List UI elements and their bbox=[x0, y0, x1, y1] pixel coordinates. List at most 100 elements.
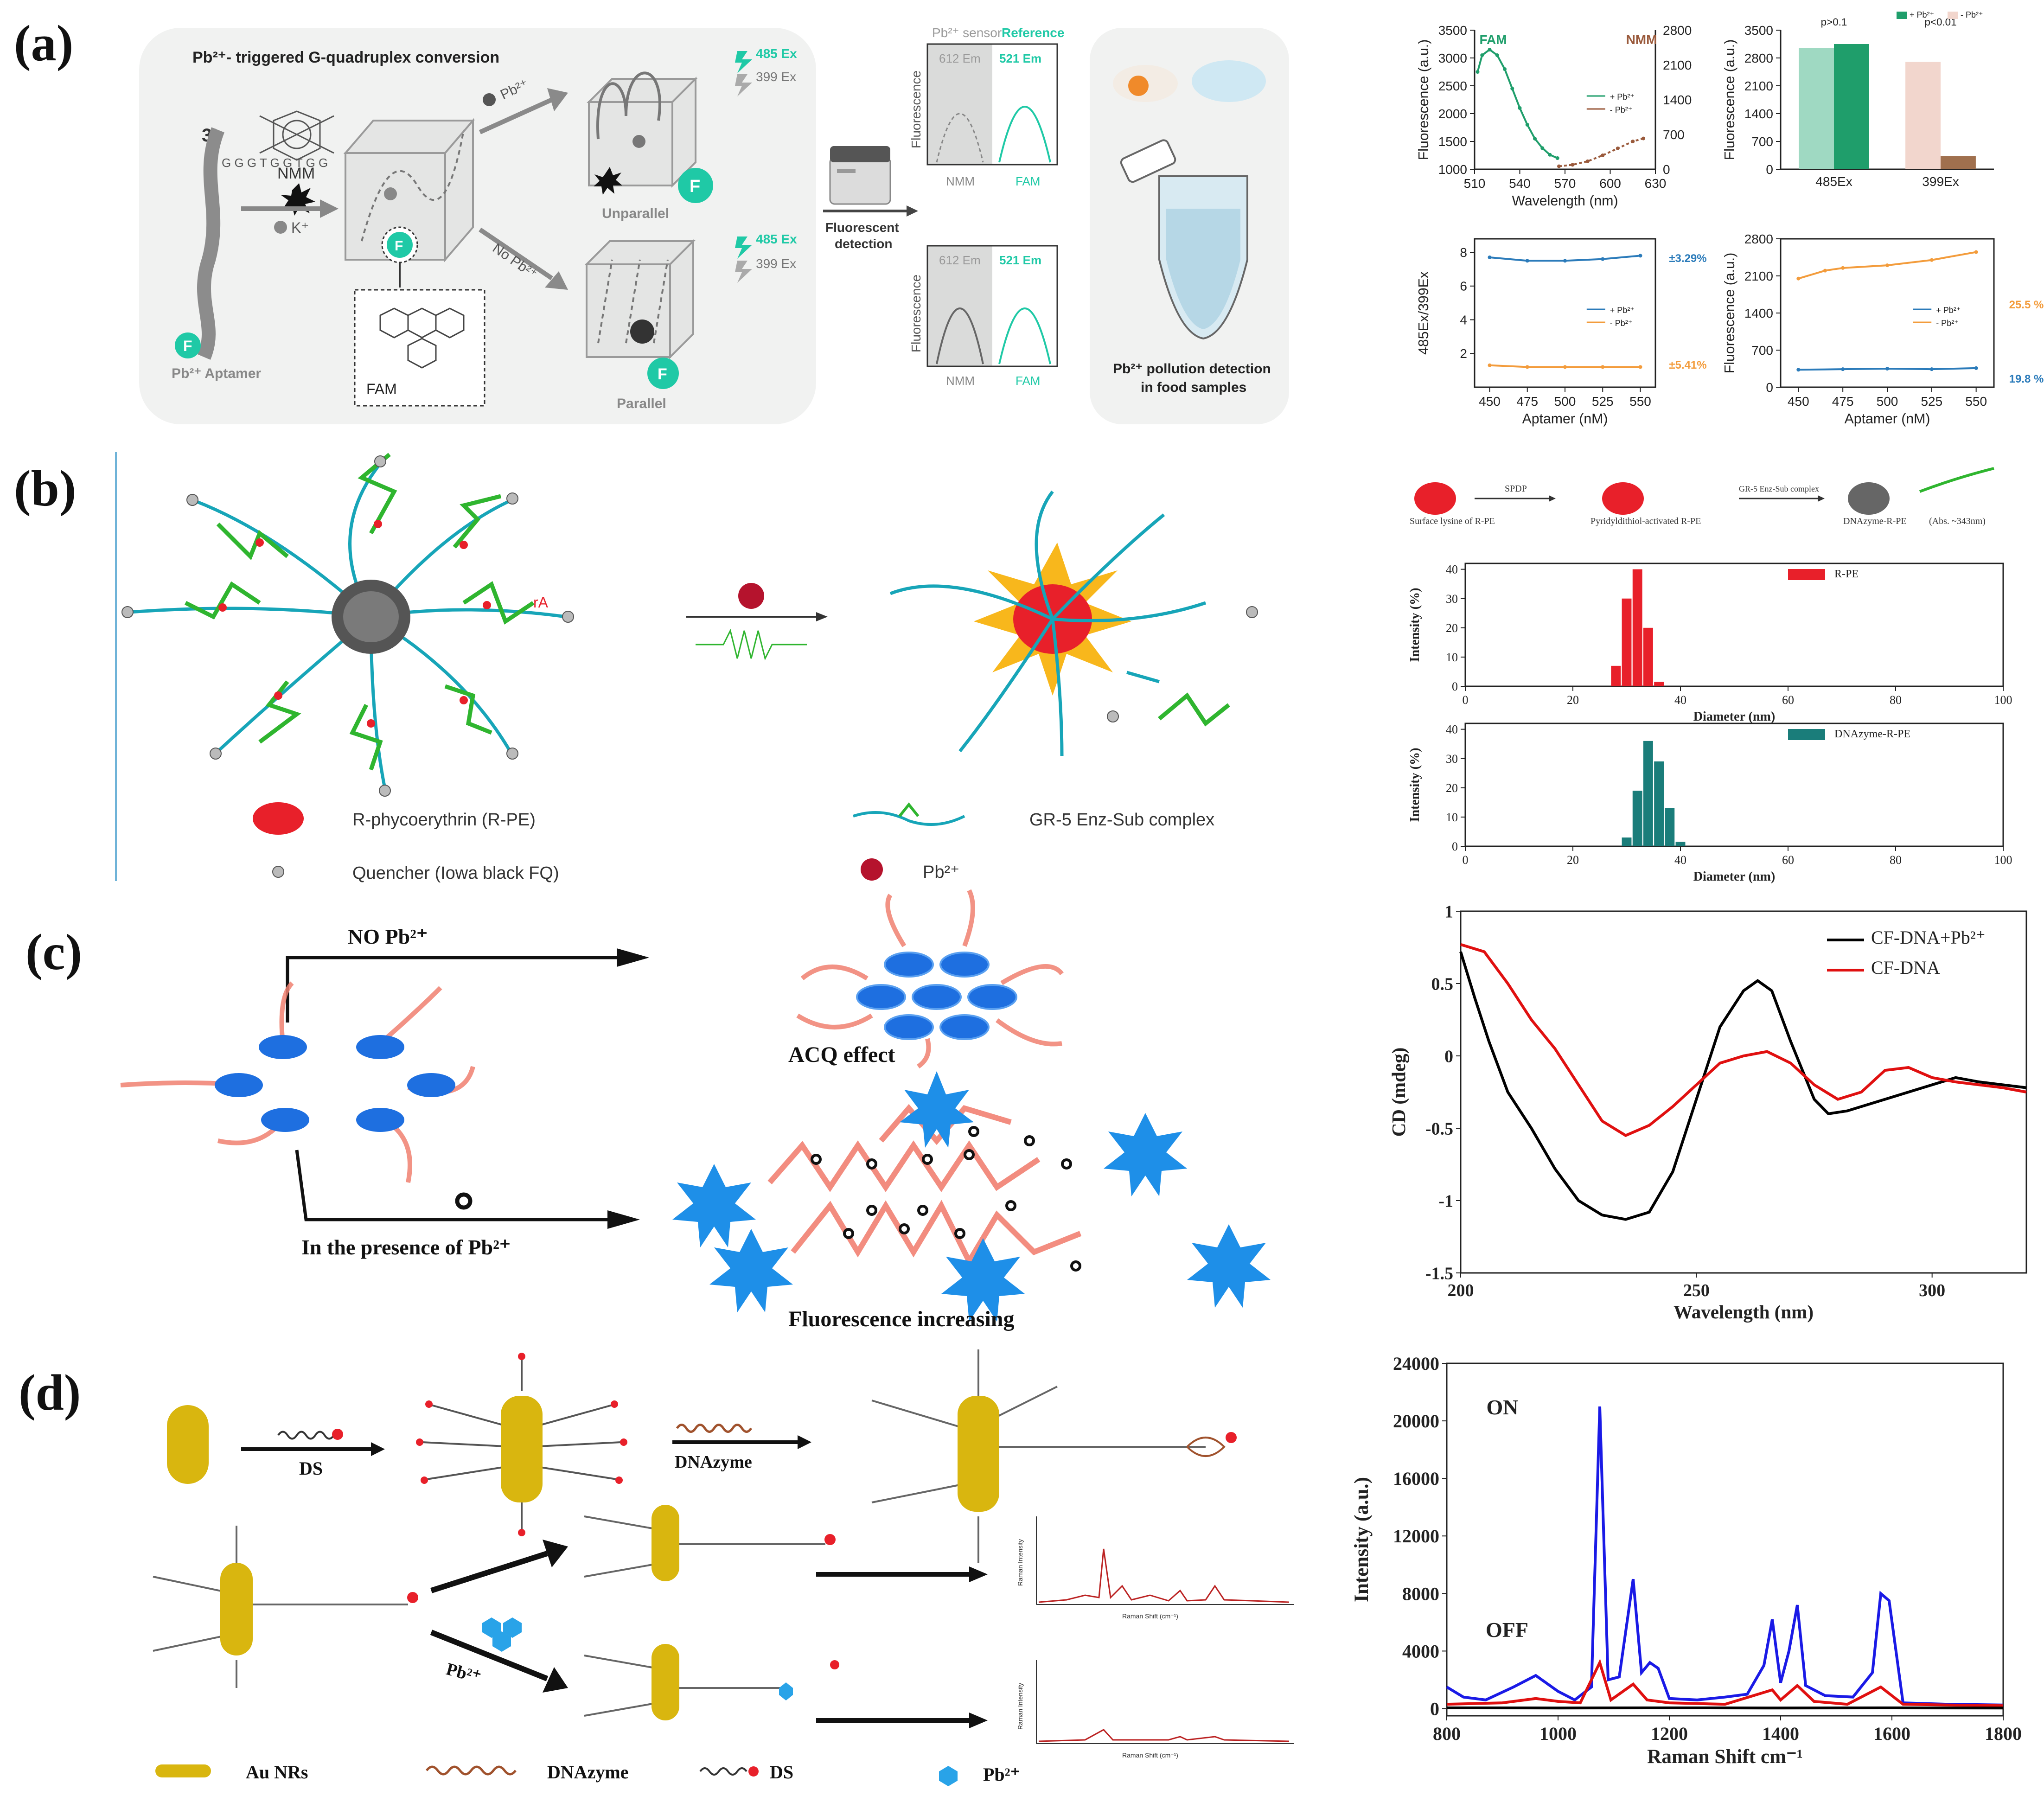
chart-a3-point bbox=[1638, 254, 1642, 258]
chart-a1-y2tick-label: 2800 bbox=[1663, 23, 1692, 38]
chart-b1-ytick-label: 0 bbox=[1452, 680, 1458, 693]
pollution-label-2: in food samples bbox=[1141, 380, 1246, 395]
chart-a2-xtick-label: 485Ex bbox=[1815, 174, 1852, 189]
mini-spectrum-off bbox=[1036, 1660, 1294, 1744]
chart-b2-bar bbox=[1665, 808, 1675, 846]
panel-label-d: (d) bbox=[19, 1364, 81, 1421]
chart-b1-xtick-label: 100 bbox=[1994, 693, 2012, 707]
chart-d1-ytick-label: 24000 bbox=[1393, 1353, 1439, 1374]
chart-d1-ytick-label: 8000 bbox=[1402, 1583, 1439, 1604]
chart-c1-ytick-label: 0.5 bbox=[1431, 974, 1454, 994]
lightning-icon-2 bbox=[735, 74, 752, 96]
chart-b1-legend-label: R-PE bbox=[1834, 568, 1859, 580]
chart-a1-point bbox=[1488, 48, 1492, 51]
chart-d1-annotation-label: ON bbox=[1487, 1395, 1519, 1419]
chart-a1-ytick-label: 2500 bbox=[1438, 79, 1467, 93]
chart-a4-ytick-label: 2100 bbox=[1744, 269, 1773, 283]
chart-d1-annotation-label: OFF bbox=[1486, 1618, 1528, 1642]
chart-a4-legend-label: + Pb²⁺ bbox=[1936, 306, 1961, 315]
em612-bottom: 612 Em bbox=[939, 253, 981, 267]
dnazyme-functionalized-rod bbox=[871, 1349, 1237, 1563]
chart-d1-xtick-label: 1800 bbox=[1985, 1723, 2022, 1744]
arrow-no-pb bbox=[479, 227, 553, 281]
chart-a1-point bbox=[1631, 140, 1635, 143]
chart-d1-series-line bbox=[1446, 1658, 2004, 1707]
chart-d1-ytick-label: 12000 bbox=[1393, 1526, 1439, 1547]
chart-a3-annotation-label: ±5.41% bbox=[1669, 359, 1706, 371]
chart-b2-xtick-label: 100 bbox=[1994, 853, 2012, 867]
legend-pb-icon-d bbox=[939, 1766, 958, 1786]
chart-b2-bar bbox=[1622, 837, 1632, 846]
chart-a1-point bbox=[1601, 153, 1605, 157]
chart-b2-xtick-label: 80 bbox=[1890, 853, 1902, 867]
chart-b1-ytick-label: 20 bbox=[1446, 621, 1458, 635]
arrow-no-pb-d bbox=[430, 1551, 548, 1593]
chart-a1-ytick-label: 1000 bbox=[1438, 162, 1467, 177]
g-quadruplex-cube bbox=[343, 118, 475, 262]
chart-a2-legend-label: - Pb²⁺ bbox=[1961, 10, 1983, 19]
chart-a2-ytick-label: 0 bbox=[1766, 162, 1773, 177]
no-pb-label: NO Pb²⁺ bbox=[348, 925, 428, 948]
chart-a4-point bbox=[1929, 258, 1934, 262]
chart-b1-bar bbox=[1654, 682, 1664, 686]
chart-b2-ytick-label: 20 bbox=[1446, 781, 1458, 795]
arrow-pb bbox=[479, 97, 553, 134]
probe-rod-bottom bbox=[153, 1526, 418, 1688]
fluorescence-stars bbox=[672, 1071, 1271, 1322]
chart-b1-xtick-label: 20 bbox=[1567, 693, 1579, 707]
chart-a4-xtick-label: 475 bbox=[1832, 394, 1854, 409]
sensor-spectrum-box-top bbox=[926, 43, 1058, 166]
chart-a3-ytick-label: 4 bbox=[1460, 313, 1467, 327]
chart-b1-xtick-label: 0 bbox=[1463, 693, 1469, 707]
chart-a3-point bbox=[1601, 365, 1605, 369]
chart-a1-point bbox=[1518, 106, 1522, 110]
chart-a1-ytick-label: 3500 bbox=[1438, 23, 1467, 38]
fluorescence-axis-top: Fluorescence bbox=[909, 70, 923, 148]
chart-a1-point bbox=[1585, 159, 1590, 163]
chart-c1-legend-label: CF-DNA+Pb²⁺ bbox=[1871, 927, 1986, 948]
chart-a2-legend-swatch bbox=[1948, 12, 1958, 19]
fam-structure-icon bbox=[379, 307, 465, 369]
chart-d1-xtick-label: 800 bbox=[1433, 1723, 1461, 1744]
chart-a1-ytick-label: 3000 bbox=[1438, 51, 1467, 65]
arrow-no-pb-c bbox=[286, 956, 617, 1023]
chart-d1-ylabel: Intensity (a.u.) bbox=[1351, 1477, 1373, 1602]
mini-xlabel-on: Raman Shift (cm⁻¹) bbox=[1122, 1612, 1178, 1620]
chart-a2-bar bbox=[1799, 48, 1834, 170]
chart-a3-ylabel: 485Ex/399Ex bbox=[1416, 271, 1431, 355]
chart-a1-point bbox=[1571, 163, 1575, 167]
chart-a4-frame bbox=[1780, 238, 1995, 388]
mini-spectrum-on bbox=[1036, 1516, 1294, 1605]
k-ion-icon bbox=[274, 221, 287, 234]
chart-b1-bar bbox=[1611, 665, 1621, 686]
chart-c1-xlabel: Wavelength (nm) bbox=[1674, 1301, 1814, 1323]
em521-top: 521 Em bbox=[999, 51, 1041, 65]
chart-b1-xtick-label: 40 bbox=[1674, 693, 1686, 707]
chart-b1-ytick-label: 30 bbox=[1446, 592, 1458, 606]
chart-b1-frame bbox=[1464, 562, 2004, 687]
chart-b2-ytick-label: 0 bbox=[1452, 840, 1458, 853]
chart-b2-xtick-label: 20 bbox=[1567, 853, 1579, 867]
scheme-text-4: GR-5 Enz-Sub complex bbox=[1739, 484, 1819, 493]
chart-a1-annotation-label: NMM bbox=[1626, 32, 1657, 47]
chart-a3-legend-label: - Pb²⁺ bbox=[1610, 319, 1633, 328]
chart-d1-ytick-label: 0 bbox=[1430, 1698, 1439, 1719]
nmm-x-bottom: NMM bbox=[946, 374, 975, 388]
unparallel-fam-icon bbox=[678, 168, 713, 203]
chart-a1-ytick-label: 2000 bbox=[1438, 107, 1467, 121]
dnazyme-rpe-quenched bbox=[121, 453, 574, 797]
chart-c1-legend-label: CF-DNA bbox=[1871, 957, 1940, 978]
chart-b2-bar bbox=[1643, 741, 1653, 846]
chart-d1-ytick-label: 4000 bbox=[1402, 1641, 1439, 1662]
chart-a1-xlabel: Wavelength (nm) bbox=[1512, 193, 1618, 209]
chart-a1-point bbox=[1557, 164, 1561, 168]
chart-c1-xtick-label: 250 bbox=[1683, 1281, 1710, 1300]
chart-a2-bar bbox=[1941, 156, 1976, 169]
legend-ds-icon bbox=[699, 1767, 747, 1776]
dnazyme-rpe-fluorescent bbox=[889, 490, 1258, 756]
chart-a3-ytick-label: 8 bbox=[1460, 245, 1467, 260]
rod-intact bbox=[584, 1505, 836, 1581]
chart-a1-annotation-label: FAM bbox=[1479, 32, 1507, 47]
chart-a3-point bbox=[1525, 259, 1529, 263]
